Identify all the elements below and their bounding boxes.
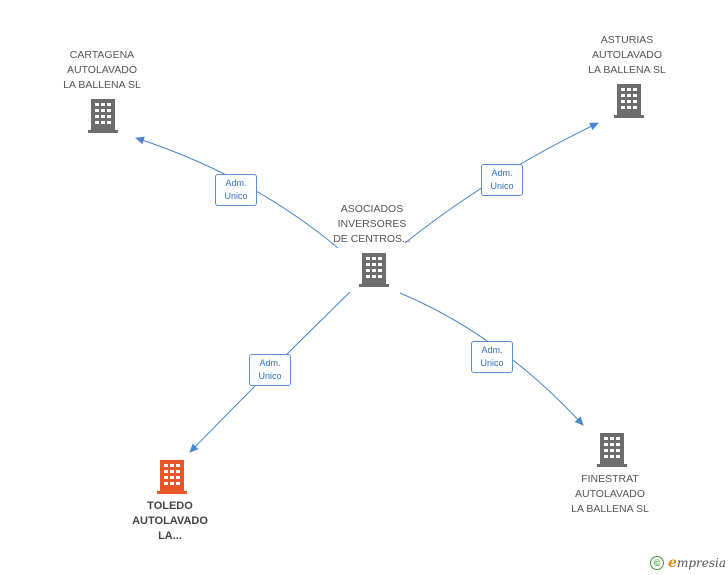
role-line: Unico xyxy=(224,191,248,201)
role-line: Adm. xyxy=(259,358,281,368)
node-finestrat-label[interactable]: FINESTRAT AUTOLAVADO LA BALLENA SL xyxy=(571,472,649,517)
building-icon[interactable] xyxy=(613,84,645,118)
node-line: TOLEDO xyxy=(147,500,193,512)
center-company-label[interactable]: ASOCIADOS INVERSORES DE CENTROS... xyxy=(333,202,411,247)
node-line: AUTOLAVADO xyxy=(66,64,138,76)
brand-rest: mpresia xyxy=(676,556,726,570)
center-line-1: ASOCIADOS xyxy=(340,203,404,215)
brand-logo: empresia xyxy=(668,555,726,571)
node-cartagena-label[interactable]: CARTAGENA AUTOLAVADO LA BALLENA SL xyxy=(63,48,141,93)
node-line: LA BALLENA SL xyxy=(63,79,141,91)
brand-initial: e xyxy=(668,555,677,571)
building-icon[interactable] xyxy=(156,460,188,494)
role-line: Unico xyxy=(258,371,282,381)
node-line: AUTOLAVADO xyxy=(574,488,646,500)
node-line: LA BALLENA SL xyxy=(588,64,666,76)
node-line: CARTAGENA xyxy=(69,49,135,61)
node-line: AUTOLAVADO xyxy=(132,515,208,527)
center-line-2: INVERSORES xyxy=(337,218,407,230)
footer-brand[interactable]: © empresia xyxy=(650,555,726,571)
node-line: AUTOLAVADO xyxy=(591,49,663,61)
edge-role-cartagena[interactable]: Adm. Unico xyxy=(215,174,257,206)
edge-role-asturias[interactable]: Adm. Unico xyxy=(481,164,523,196)
edge-role-finestrat[interactable]: Adm. Unico xyxy=(471,341,513,373)
node-line: FINESTRAT xyxy=(581,473,639,485)
building-icon[interactable] xyxy=(358,253,390,287)
node-line: LA BALLENA SL xyxy=(571,503,649,515)
role-line: Unico xyxy=(490,181,514,191)
node-line: LA... xyxy=(158,530,182,542)
node-toledo-label[interactable]: TOLEDO AUTOLAVADO LA... xyxy=(132,499,208,544)
node-asturias-label[interactable]: ASTURIAS AUTOLAVADO LA BALLENA SL xyxy=(588,33,666,78)
node-line: ASTURIAS xyxy=(600,34,654,46)
building-icon[interactable] xyxy=(596,433,628,467)
building-icon[interactable] xyxy=(87,99,119,133)
role-line: Unico xyxy=(480,358,504,368)
role-line: Adm. xyxy=(491,168,513,178)
center-line-3: DE CENTROS... xyxy=(333,233,411,245)
role-line: Adm. xyxy=(481,345,503,355)
copyright-icon: © xyxy=(650,556,665,570)
role-line: Adm. xyxy=(225,178,247,188)
edge-role-toledo[interactable]: Adm. Unico xyxy=(249,354,291,386)
